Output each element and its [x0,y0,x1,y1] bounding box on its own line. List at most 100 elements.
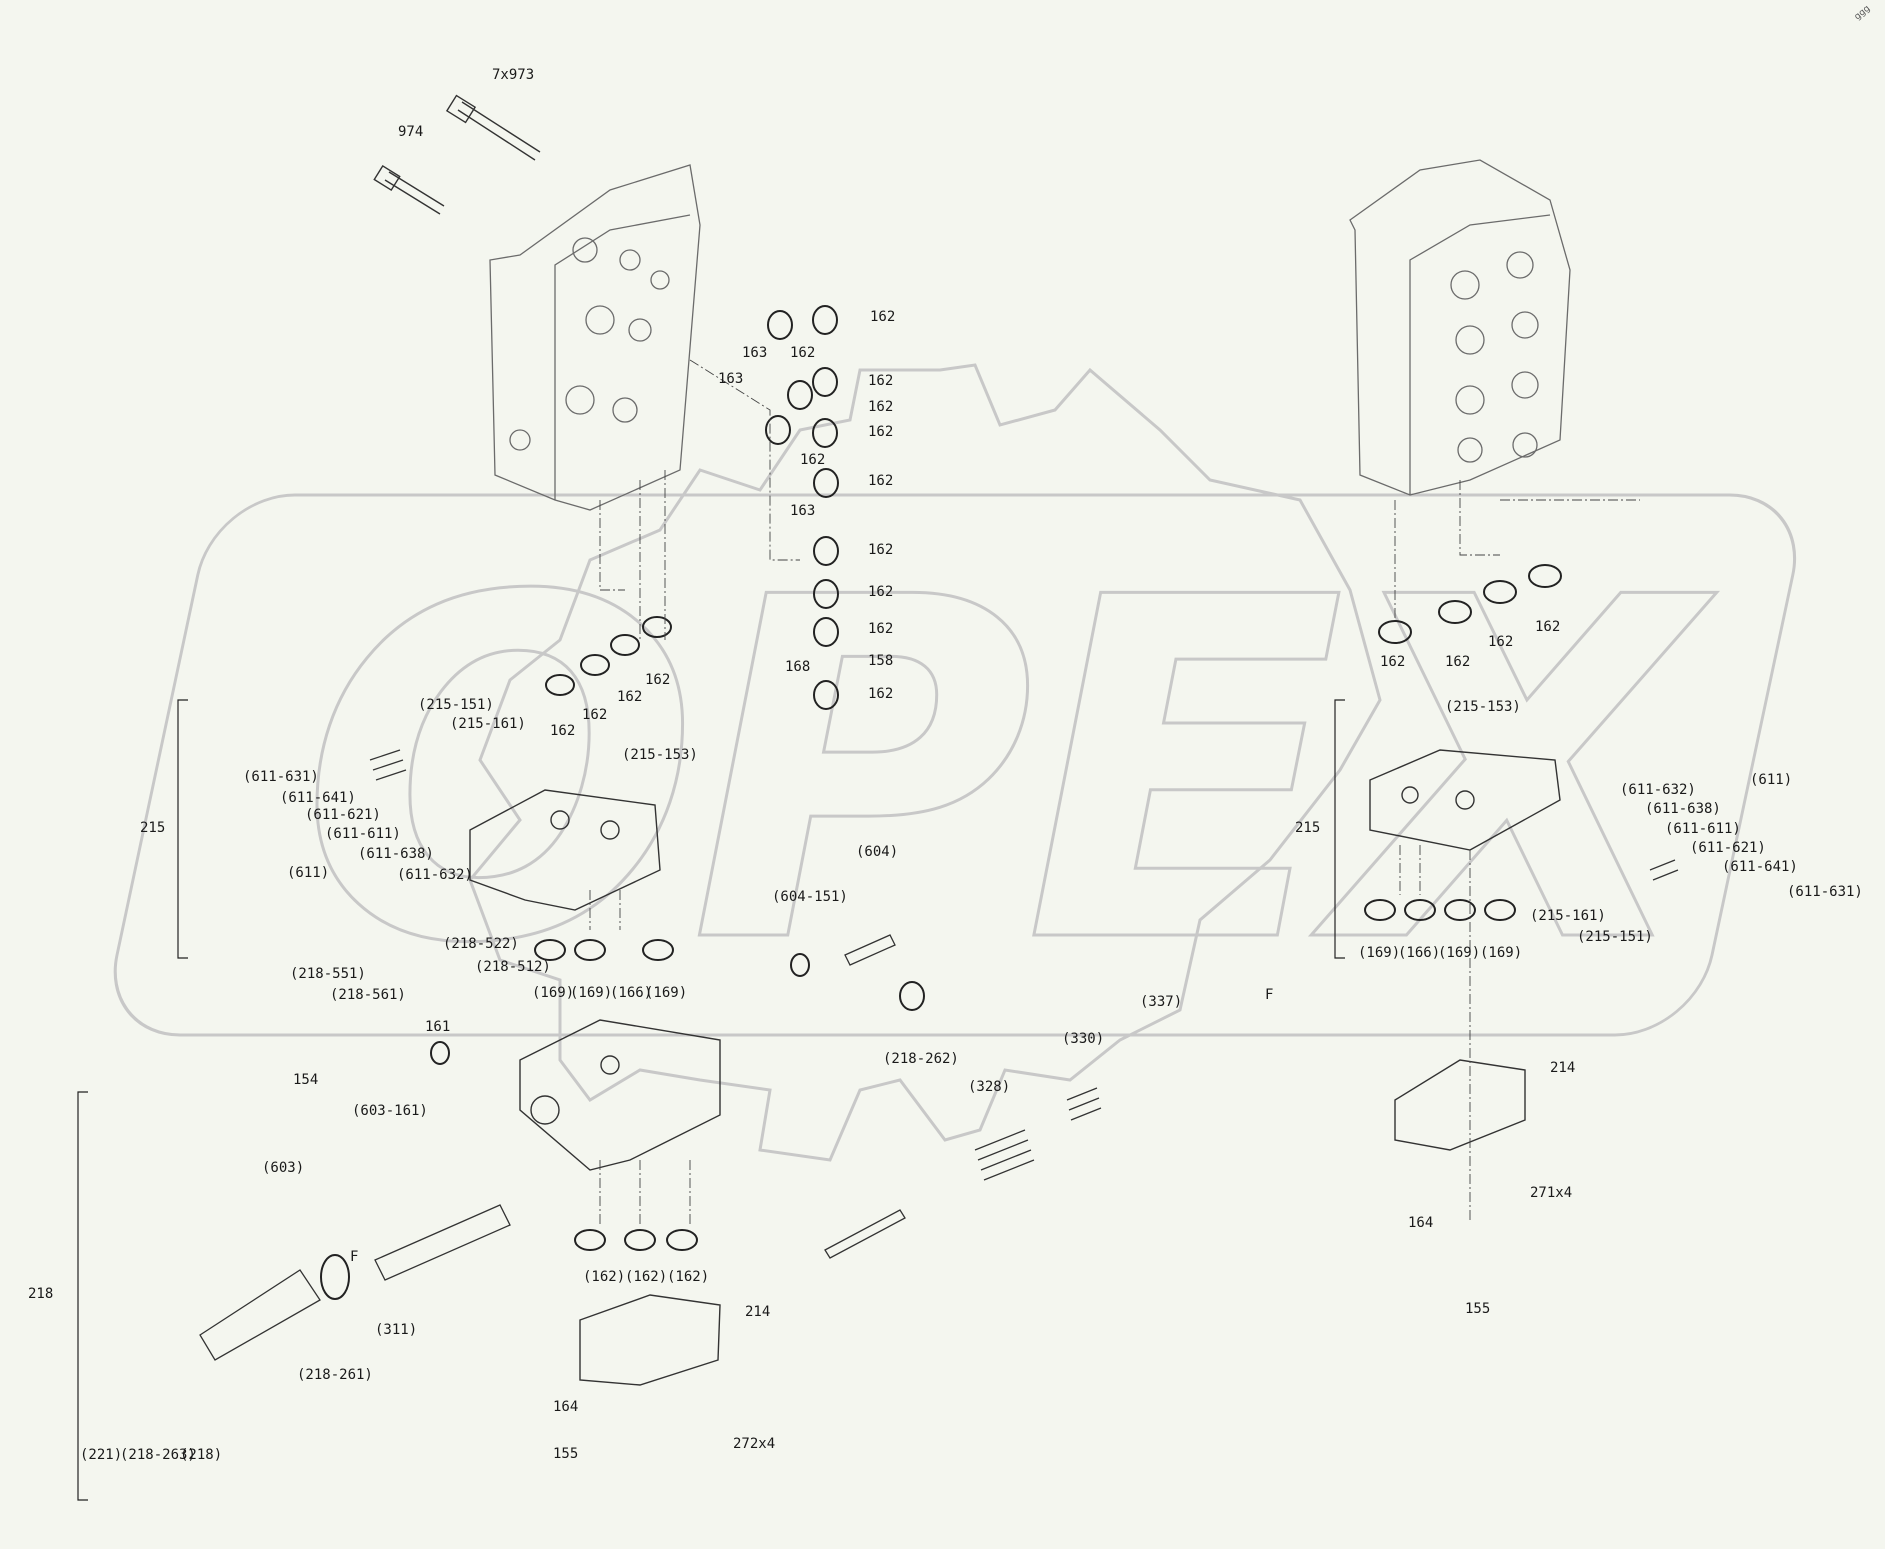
callout-label: (162) [667,1269,710,1285]
callout-label: 163 [718,371,744,387]
callout-label: 162 [1445,654,1471,670]
callout-label: (218-263) [120,1447,196,1463]
callout-label: (221) [80,1447,123,1463]
callout-label: 162 [645,672,671,688]
callout-label: 162 [868,473,894,489]
callout-label: 214 [745,1304,771,1320]
callout-label: 215 [1295,820,1321,836]
callout-label: (169) [532,985,575,1001]
callout-label: 168 [785,659,811,675]
callout-label: (328) [968,1079,1011,1095]
callout-label: 164 [1408,1215,1434,1231]
callout-label: (611-638) [1645,801,1721,817]
callout-label: (169) [570,985,613,1001]
callout-label: (169) [1480,945,1523,961]
callout-label: 162 [868,686,894,702]
callout-label: 974 [398,124,424,140]
callout-label: (611) [1750,772,1793,788]
callout-label: (603-161) [352,1103,428,1119]
callout-label: 161 [425,1019,451,1035]
callout-label: 162 [800,452,826,468]
callout-label: (611-631) [1787,884,1863,900]
callout-label: 214 [1550,1060,1576,1076]
callout-label: F [1265,987,1274,1003]
callout-label: (337) [1140,994,1183,1010]
callout-label: (215-151) [418,697,494,713]
callout-label: (162) [583,1269,626,1285]
callout-label: (611-611) [325,826,401,842]
callout-label: (611) [287,865,330,881]
callout-label: (215-161) [1530,908,1606,924]
callout-label: (169) [1358,945,1401,961]
callout-label: 162 [868,542,894,558]
block-215-left [469,789,661,911]
callout-label: (218-551) [290,966,366,982]
callout-label: F [350,1249,359,1265]
callout-label: (330) [1062,1031,1105,1047]
callout-label: (218-561) [330,987,406,1003]
callout-label: (166) [1398,945,1441,961]
o-rings [320,305,1562,1300]
callout-label: 271x4 [1530,1185,1573,1201]
callout-label: 162 [868,621,894,637]
callout-label: (611-621) [1690,840,1766,856]
brackets [77,699,1345,1501]
spools [199,934,906,1361]
callout-label: 162 [582,707,608,723]
callout-label: 162 [1488,634,1514,650]
callout-label: 162 [868,424,894,440]
callout-label: 163 [742,345,768,361]
callout-label: (218-261) [297,1367,373,1383]
callout-label: 218 [28,1286,54,1302]
callout-label: (218-522) [443,936,519,952]
callout-label: 162 [550,723,576,739]
callout-label: 272x4 [733,1436,776,1452]
callout-label: 164 [553,1399,579,1415]
callout-label: 155 [1465,1301,1491,1317]
callout-label: (604) [856,844,899,860]
callout-label: (604-151) [772,889,848,905]
callout-label: (611-632) [1620,782,1696,798]
callout-label: 162 [868,584,894,600]
callout-label: (611-621) [305,807,381,823]
callout-label: (215-161) [450,716,526,732]
callout-label: 162 [1535,619,1561,635]
callout-label: (611-631) [243,769,319,785]
watermark-gear [468,363,1382,1162]
callout-label: 162 [1380,654,1406,670]
callout-label: (169) [645,985,688,1001]
callout-label: (611-641) [1722,859,1798,875]
callout-label: (215-151) [1577,929,1653,945]
callout-label: (215-153) [622,747,698,763]
callout-label: 162 [617,689,643,705]
callout-label: (162) [625,1269,668,1285]
callout-label: (603) [262,1160,305,1176]
callout-label: 163 [790,503,816,519]
callout-label: (215-153) [1445,699,1521,715]
callout-label: 154 [293,1072,319,1088]
callout-label: 155 [553,1446,579,1462]
leader-lines [589,359,1640,1225]
callout-label: (166) [610,985,653,1001]
cover-214-right [1394,1059,1526,1151]
bolts-top [373,94,541,215]
callout-label: 7x973 [492,67,535,83]
callout-label: (218) [180,1447,223,1463]
callout-label: (218-512) [475,959,551,975]
callout-label: (611-638) [358,846,434,862]
callout-label: 162 [790,345,816,361]
watermark-banner [113,493,1797,1037]
valve-body-left [489,164,701,511]
callout-label: 215 [140,820,166,836]
callout-label: (611-632) [397,867,473,883]
callout-label: 158 [868,653,894,669]
callout-label: (611-641) [280,790,356,806]
callout-label: 162 [870,309,896,325]
callout-label: (611-611) [1665,821,1741,837]
valve-body-right [1349,159,1571,496]
cover-214-left [579,1294,721,1386]
block-215-right [1369,749,1561,851]
callout-label: (218-262) [883,1051,959,1067]
